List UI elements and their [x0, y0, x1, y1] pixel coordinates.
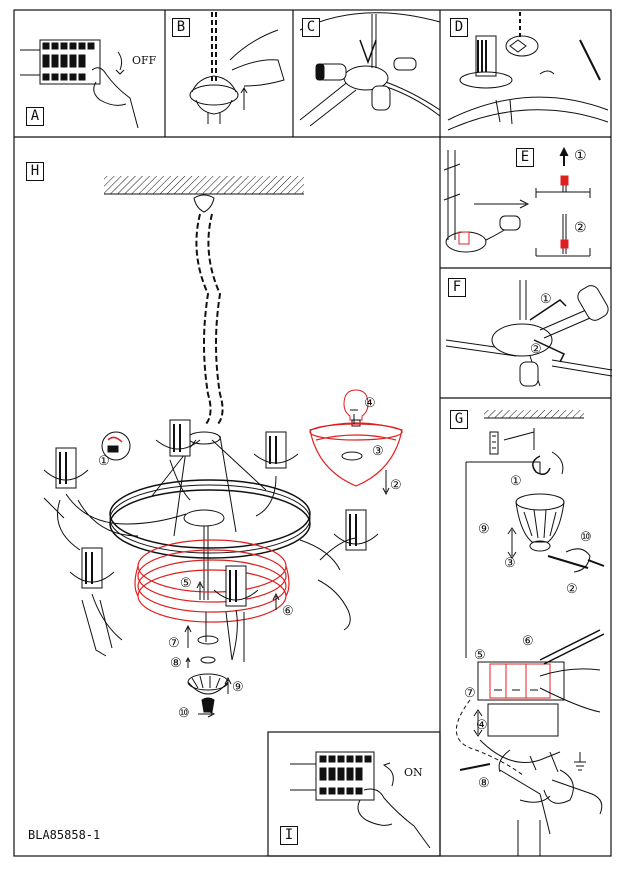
panel-e-screws	[443, 146, 591, 257]
g-step-4: ④	[476, 718, 488, 733]
panel-f-hexkey	[445, 280, 613, 387]
h-step-5: ⑤	[180, 576, 192, 591]
switch-on-text: ON	[404, 766, 423, 779]
panel-a-switch-off	[20, 39, 139, 129]
panel-label-d: D	[450, 18, 468, 37]
g-step-9: ⑨	[478, 522, 490, 537]
g-step-5: ⑤	[474, 648, 486, 663]
panel-label-g: G	[450, 410, 468, 429]
f-step-2: ②	[530, 342, 542, 357]
g-step-3: ③	[504, 556, 516, 571]
h-step-10: ⑩	[178, 706, 190, 721]
g-step-1: ①	[510, 474, 522, 489]
panel-label-e: E	[516, 148, 534, 167]
h-step-2: ②	[390, 478, 402, 493]
h-step-6: ⑥	[282, 604, 294, 619]
h-step-3: ③	[372, 444, 384, 459]
panel-label-a: A	[26, 107, 44, 126]
panel-h-chandelier	[43, 176, 403, 718]
e-step-1: ①	[574, 148, 587, 164]
g-step-2: ②	[566, 582, 578, 597]
e-step-2: ②	[574, 220, 587, 236]
panel-i-switch-on	[290, 751, 431, 849]
h-step-4: ④	[364, 396, 376, 411]
panel-label-i: I	[280, 826, 298, 845]
panel-label-b: B	[172, 18, 190, 37]
g-step-8: ⑧	[478, 776, 490, 791]
panel-c-hub	[299, 12, 441, 127]
h-step-1: ①	[98, 454, 110, 469]
panel-label-c: C	[302, 18, 320, 37]
model-code: BLA85858-1	[28, 828, 101, 842]
panel-label-h: H	[26, 162, 44, 181]
g-step-7: ⑦	[464, 686, 476, 701]
panel-b-canopy	[189, 12, 285, 124]
g-step-10: ⑩	[580, 530, 592, 545]
g-step-6: ⑥	[522, 634, 534, 649]
f-step-1: ①	[540, 292, 552, 307]
panel-grid	[13, 9, 612, 857]
panel-g-wiring	[455, 410, 605, 856]
h-step-7: ⑦	[168, 636, 180, 651]
switch-off-text: OFF	[132, 54, 157, 67]
h-step-8: ⑧	[170, 656, 182, 671]
h-step-9: ⑨	[232, 680, 244, 695]
panel-d-arm	[447, 12, 609, 131]
panel-label-f: F	[448, 278, 466, 297]
